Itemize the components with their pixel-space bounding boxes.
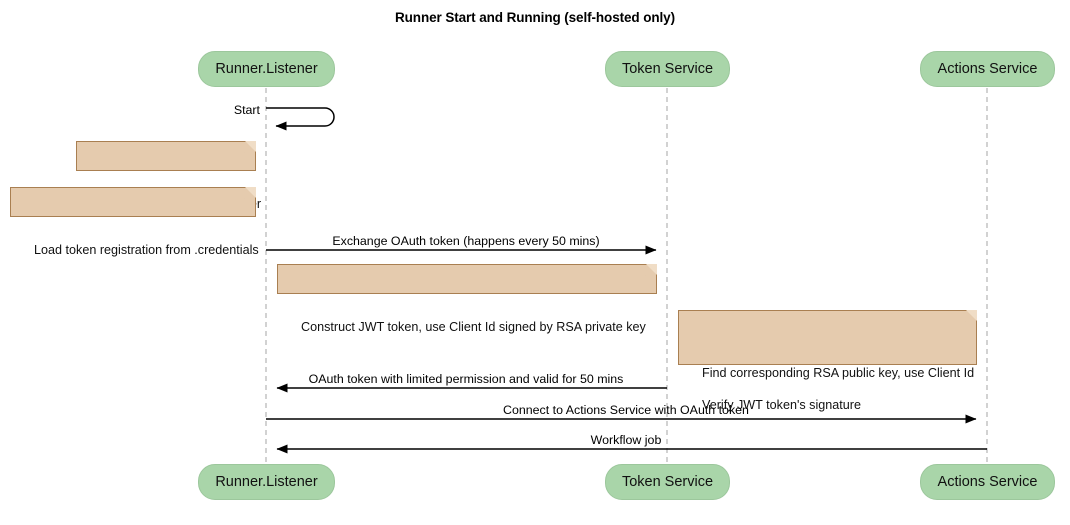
page-title: Runner Start and Running (self-hosted on… [395, 10, 675, 25]
participant-head-token[interactable]: Token Service [605, 51, 730, 87]
participant-label: Actions Service [937, 474, 1038, 490]
note-text: Load token registration from .credential… [34, 243, 259, 257]
note-text-line2: Verify JWT token's signature [702, 398, 861, 412]
note-verify-jwt: Find corresponding RSA public key, use C… [678, 310, 977, 412]
participant-label: Token Service [621, 61, 714, 77]
participant-head-runner[interactable]: Runner.Listener [198, 51, 335, 87]
participant-label: Actions Service [937, 61, 1038, 77]
participant-head-actions[interactable]: Actions Service [920, 51, 1055, 87]
message-label-workflow-job: Workflow job [590, 433, 662, 447]
note-fold-edge-icon [244, 187, 256, 199]
note-construct-jwt: Construct JWT token, use Client Id signe… [277, 264, 657, 334]
participant-foot-runner[interactable]: Runner.Listener [198, 464, 335, 500]
message-label-start: Start [233, 103, 260, 117]
message-label-exchange-oauth: Exchange OAuth token (happens every 50 m… [332, 234, 600, 248]
participant-foot-token[interactable]: Token Service [605, 464, 730, 500]
message-label-connect-actions: Connect to Actions Service with OAuth to… [503, 403, 749, 417]
message-label-oauth-reply: OAuth token with limited permission and … [308, 372, 624, 386]
note-load-config: Load config info from .runner [76, 141, 261, 211]
note-fold-edge-icon [645, 264, 657, 276]
participant-label: Token Service [621, 474, 714, 490]
note-fold-edge-icon [965, 310, 977, 322]
note-text: Construct JWT token, use Client Id signe… [301, 320, 646, 334]
participant-label: Runner.Listener [215, 61, 318, 77]
note-fold-edge-icon [244, 141, 256, 153]
participant-foot-actions[interactable]: Actions Service [920, 464, 1055, 500]
participant-label: Runner.Listener [215, 474, 318, 490]
note-load-token: Load token registration from .credential… [10, 187, 259, 257]
note-text-line1: Find corresponding RSA public key, use C… [702, 366, 975, 380]
message-arrow-start [266, 107, 335, 131]
